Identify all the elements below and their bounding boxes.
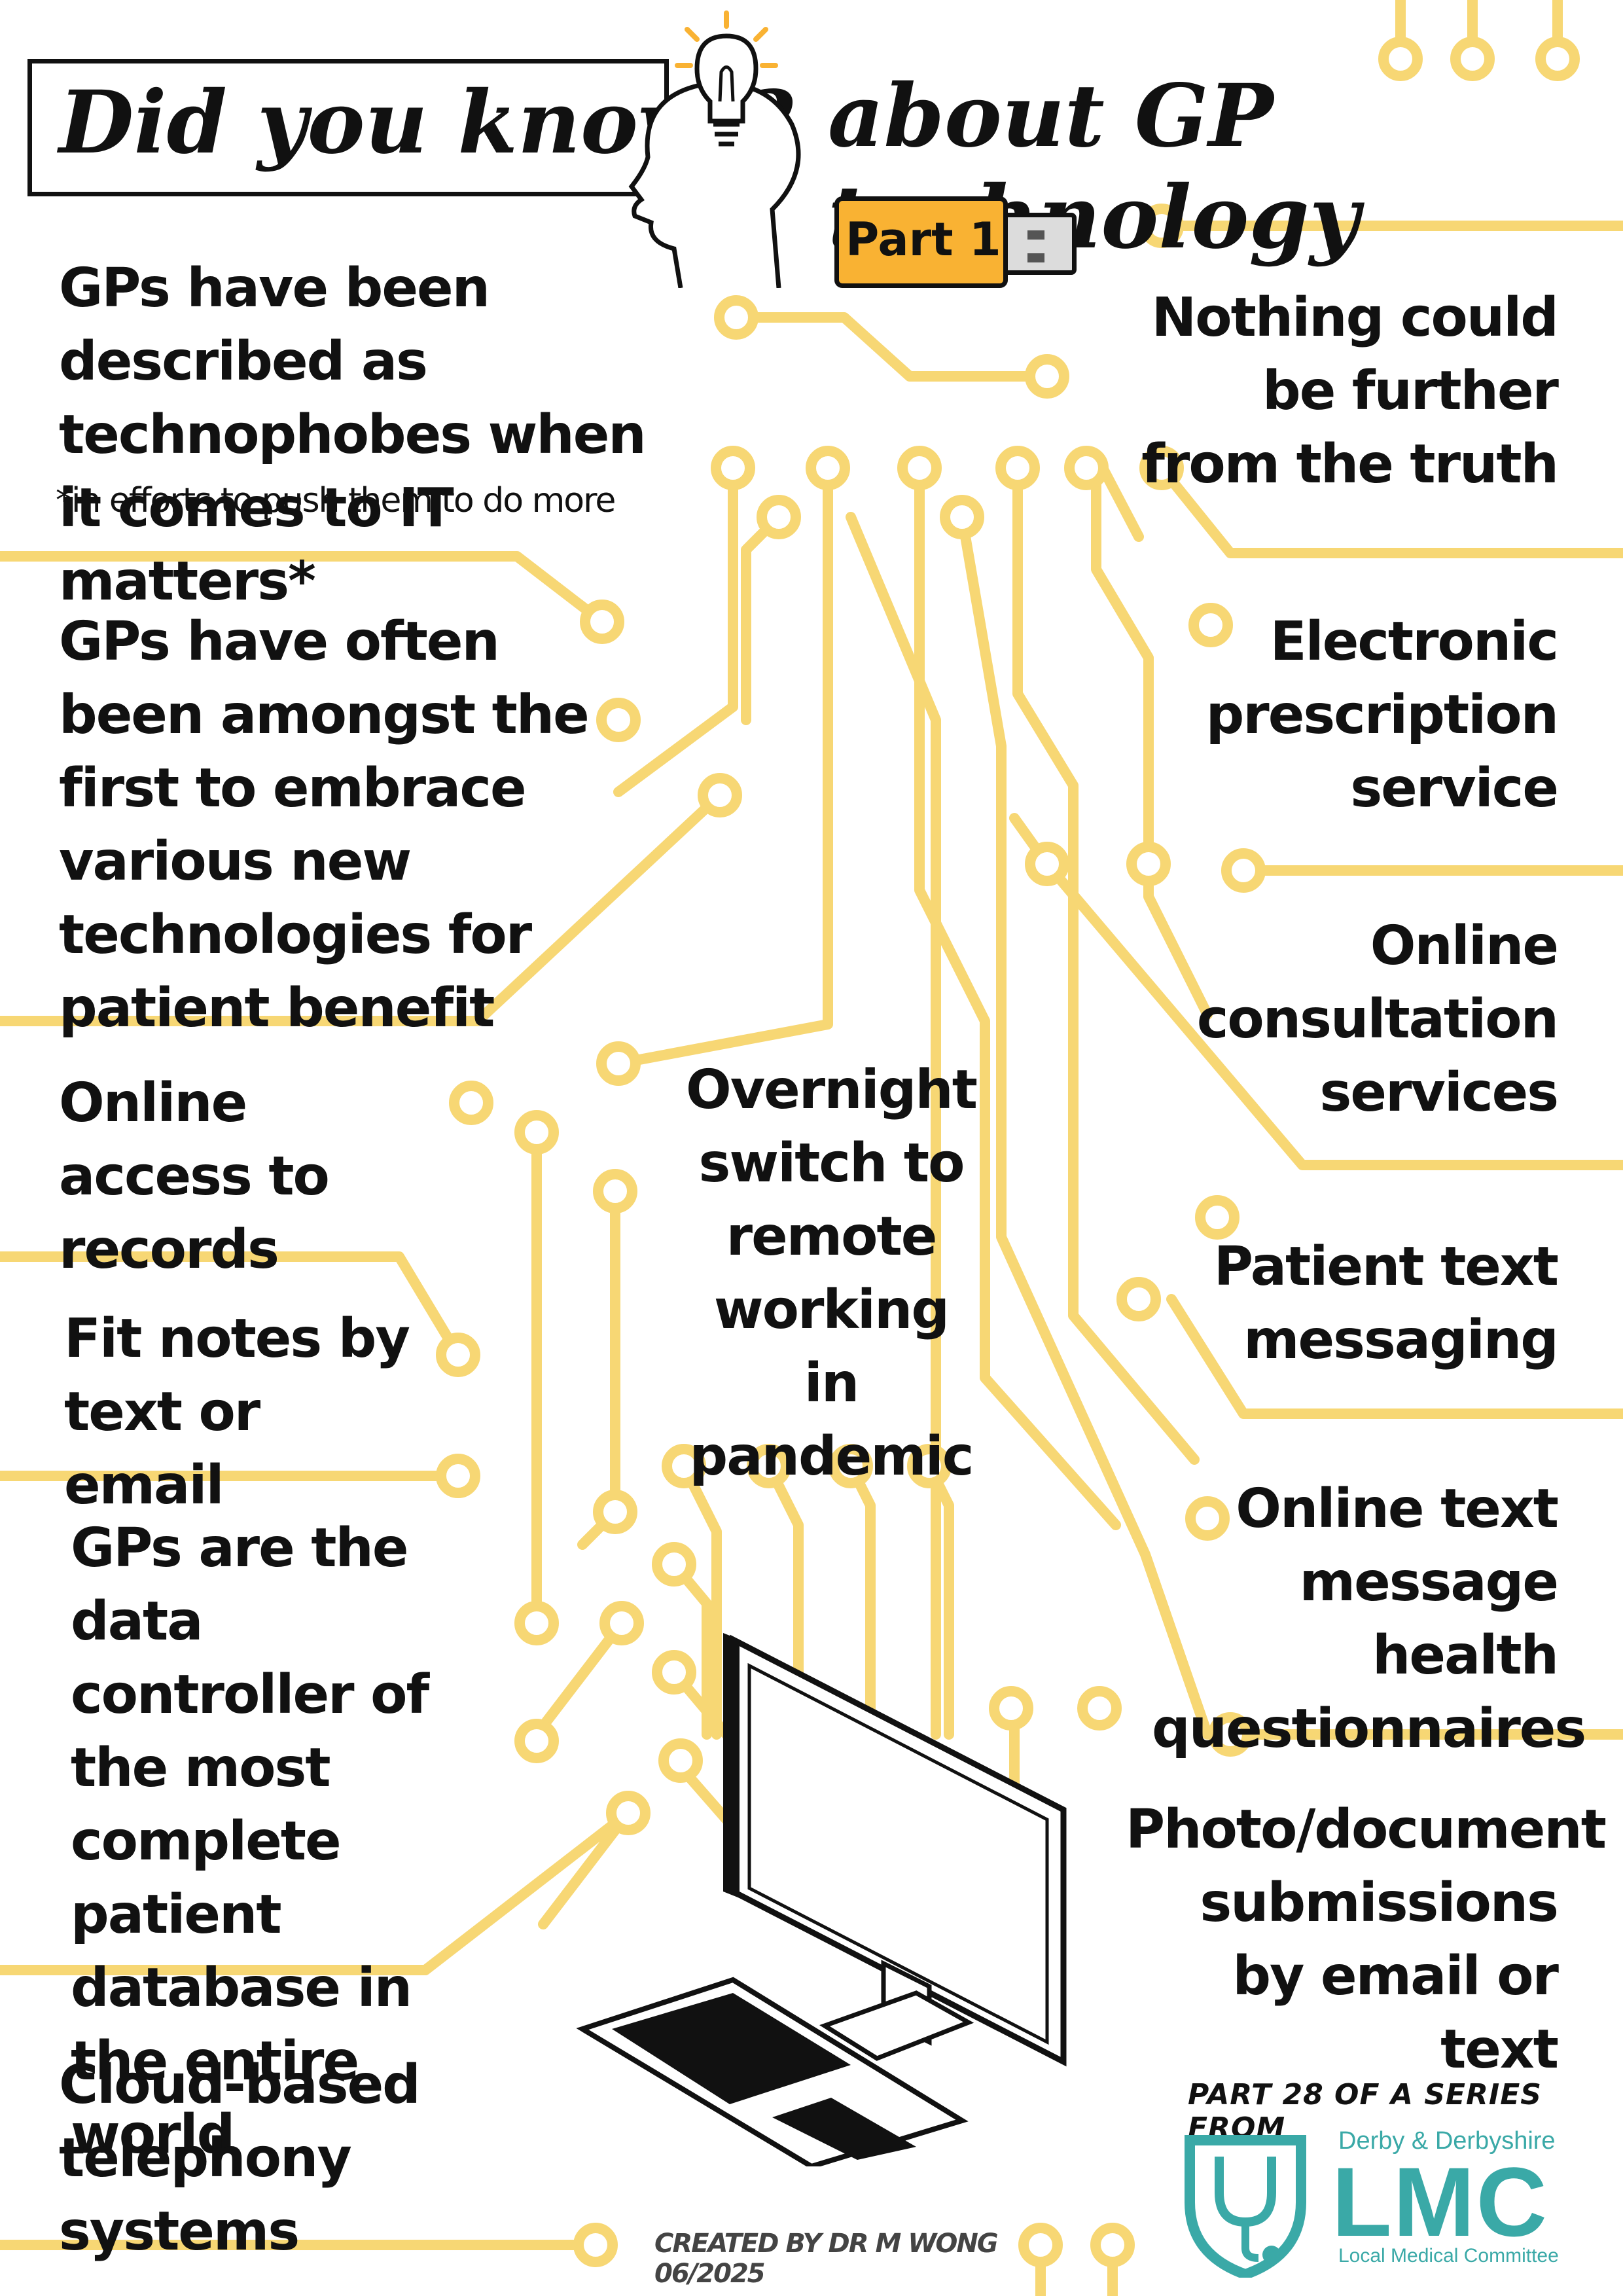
head-silhouette-icon (628, 81, 801, 288)
keyboard-icon (576, 1977, 969, 2166)
fact-online-consultation: Online consultation services (1196, 915, 1559, 1124)
fact-text-questionnaires: Online text message health questionnaire… (1152, 1478, 1586, 1760)
fact-not-true: Nothing could be further from the truth (1141, 287, 1559, 495)
part-label: Part 1 (846, 213, 1001, 266)
fact-photo-submissions: Photo/document submissions by email or t… (1126, 1799, 1607, 2081)
fact-electronic-prescription: Electronic prescription service (1205, 611, 1559, 819)
fact-early-adopters: GPs have often been amongst the first to… (59, 611, 590, 1039)
org-full-name: Local Medical Committee (1338, 2245, 1559, 2267)
computer-monitor-icon (723, 1633, 1067, 2067)
lightbulb-icon (675, 10, 778, 147)
org-acronym: LMC (1332, 2147, 1548, 2257)
fact-cloud-telephony: Cloud-based telephony systems (59, 2054, 421, 2263)
org-region: Derby & Derbyshire (1338, 2127, 1556, 2155)
fact-data-controller: GPs are the data controller of the most … (71, 1517, 429, 2166)
fact-remote-working: Overnight switch to remote working in pa… (686, 1059, 978, 1488)
usb-stick-icon (834, 196, 1008, 288)
stethoscope-shield-icon (1185, 2135, 1306, 2278)
fact-patient-texting: Patient text messaging (1213, 1236, 1559, 1371)
footnote: *in efforts to push them to do more (56, 481, 616, 520)
fact-online-records: Online access to records (59, 1072, 330, 1281)
fact-technophobes: GPs have been described as technophobes … (59, 257, 647, 613)
title-box (27, 59, 669, 196)
fact-fit-notes: Fit notes by text or email (64, 1308, 410, 1516)
credit-text: CREATED BY DR M WONG 06/2025 (654, 2229, 999, 2289)
usb-connector (1008, 213, 1077, 275)
